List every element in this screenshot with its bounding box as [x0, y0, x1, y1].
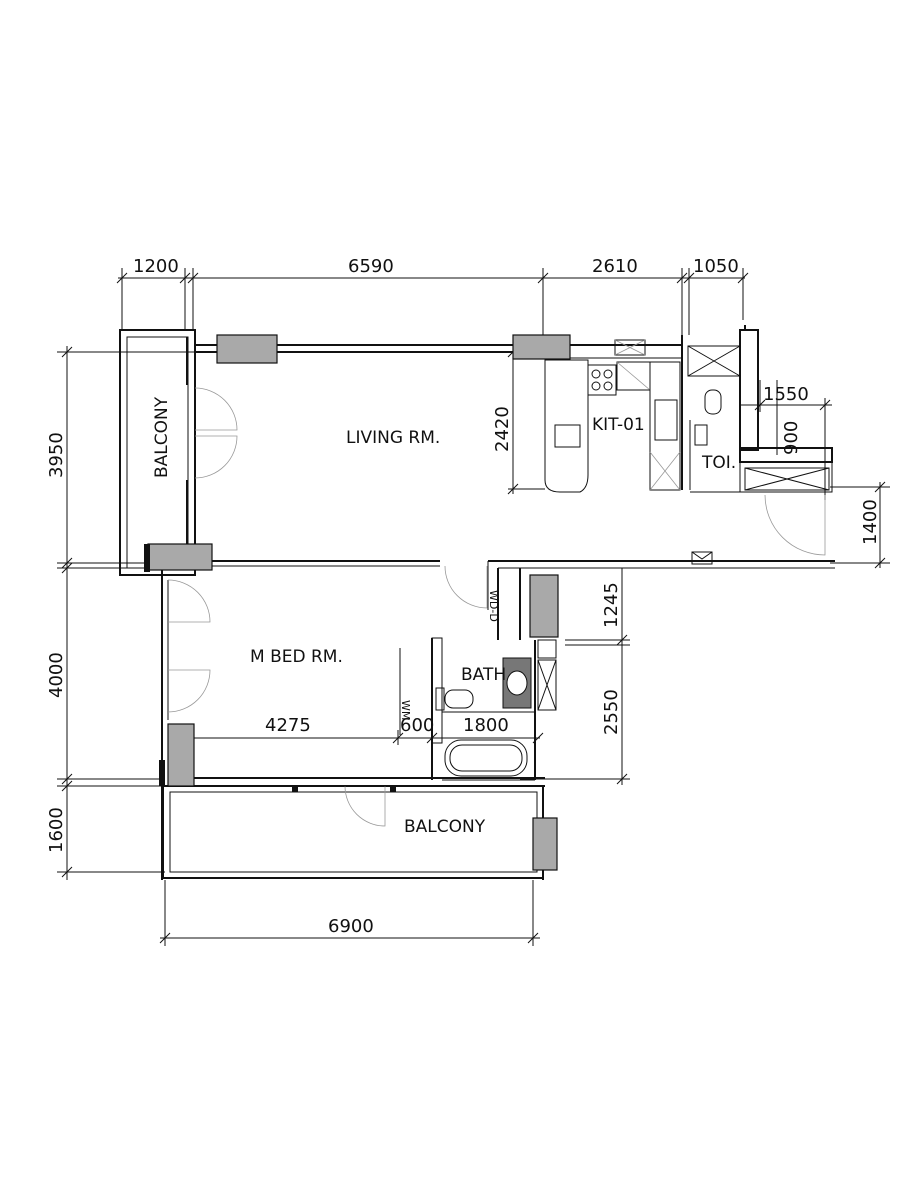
walls	[119, 325, 835, 880]
kitchen-fixtures	[544, 339, 681, 493]
room-label-balcony-left: BALCONY	[152, 396, 172, 478]
dimension-labels: 1200 6590 2610 1050 3950 4000 1600 2420 …	[46, 256, 881, 937]
dim-1600: 1600	[46, 807, 67, 853]
room-label-balcony-bottom: BALCONY	[404, 817, 486, 837]
dim-6590: 6590	[348, 256, 394, 277]
dim-6900: 6900	[328, 916, 374, 937]
dim-600: 600	[400, 715, 434, 736]
dim-1200: 1200	[133, 256, 179, 277]
room-label-kitchen: KIT-01	[592, 415, 645, 435]
dim-1550: 1550	[763, 384, 809, 405]
dim-2550: 2550	[601, 689, 622, 735]
room-label-toilet: TOI.	[701, 453, 736, 473]
dim-2420: 2420	[492, 406, 513, 452]
dim-1800: 1800	[463, 715, 509, 736]
dimension-lines	[57, 268, 890, 946]
room-label-living: LIVING RM.	[346, 428, 440, 448]
bath-fixtures	[435, 639, 557, 777]
room-label-wm: WM	[399, 700, 412, 720]
dim-1400: 1400	[860, 499, 881, 545]
room-labels: LIVING RM. BALCONY KIT-01 TOI. M BED RM.…	[152, 396, 736, 837]
dim-4000: 4000	[46, 652, 67, 698]
dim-1245: 1245	[601, 582, 622, 628]
dim-2610: 2610	[592, 256, 638, 277]
room-label-bedroom: M BED RM.	[250, 647, 343, 667]
doors	[167, 387, 826, 827]
dim-4275: 4275	[265, 715, 311, 736]
dim-900: 900	[781, 421, 802, 455]
dim-3950: 3950	[46, 432, 67, 478]
room-label-wd: WD-D	[487, 590, 500, 622]
columns	[144, 334, 571, 871]
dim-1050: 1050	[693, 256, 739, 277]
room-label-bath: BATH	[461, 665, 506, 685]
toilet-fixtures	[687, 345, 830, 565]
